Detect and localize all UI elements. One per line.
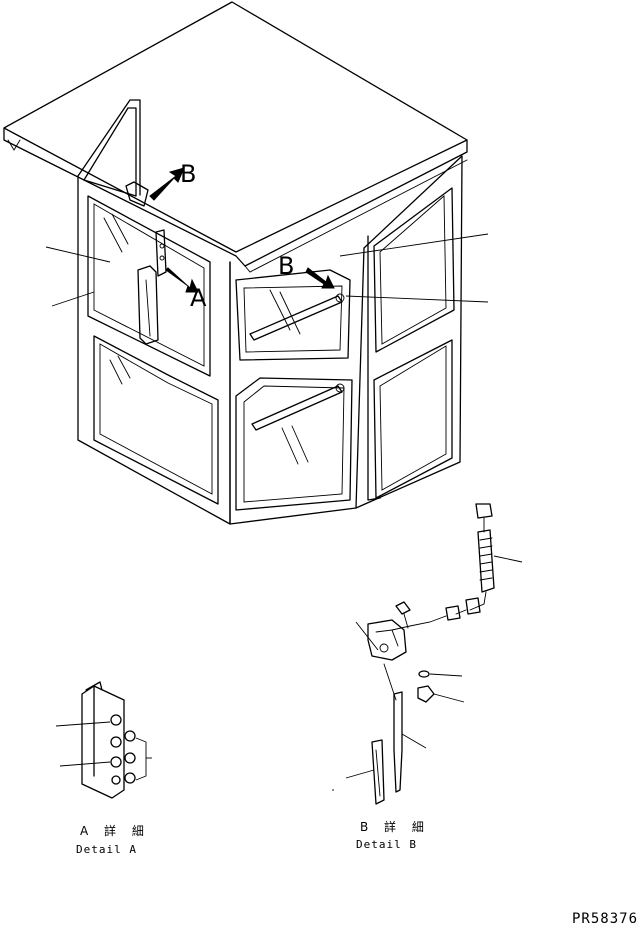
wiper-arm	[383, 663, 427, 793]
callout-label-a: A	[190, 284, 207, 312]
detail-a-switch-block	[55, 681, 152, 799]
detail-a-title-en: Detail A	[76, 843, 137, 856]
cab-right-side	[355, 155, 463, 509]
door-switch-panel	[137, 229, 167, 345]
callout-arrow-a	[165, 267, 199, 293]
callout-label-b-side: B	[278, 252, 294, 280]
wiper-blade	[332, 739, 385, 805]
hinge-top	[125, 181, 149, 207]
wiper-harness	[391, 503, 523, 631]
callout-arrow-b-top	[149, 167, 185, 201]
cab-front-side	[229, 247, 365, 525]
washer-and-nut	[417, 670, 465, 703]
cab-assembly: B A B	[3, 1, 489, 525]
front-wiper-lower	[251, 383, 345, 431]
callout-arrow-b-side	[305, 267, 335, 289]
cab-left-side	[77, 99, 231, 525]
cab-leader-lines	[45, 233, 489, 307]
detail-b-title-en: Detail B	[356, 838, 417, 851]
callout-label-b-top: B	[180, 160, 196, 188]
detail-b-title-jp: B 詳 細	[360, 819, 430, 834]
front-wiper-upper	[249, 293, 345, 341]
detail-a-title-jp: A 詳 細	[80, 823, 150, 838]
drawing-code: PR58376	[572, 911, 638, 927]
switch-knob-row	[110, 714, 136, 785]
detail-b-wiper-parts	[332, 503, 523, 805]
cab-roof	[3, 1, 468, 273]
mounting-bolt	[395, 601, 411, 629]
wiper-motor	[355, 619, 407, 661]
